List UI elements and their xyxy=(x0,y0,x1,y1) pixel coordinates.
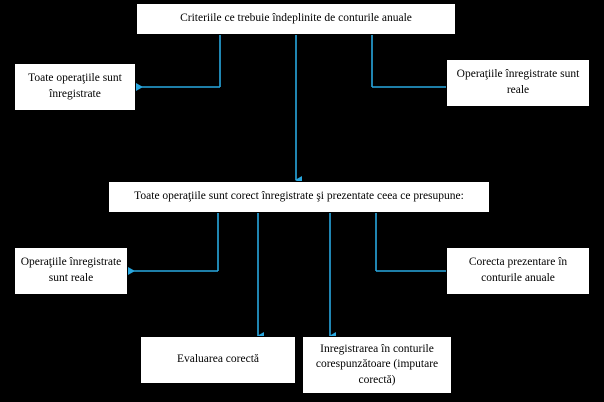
node-operations-real-label: Operaţiile înregistrate sunt reale xyxy=(20,256,122,284)
node-all-recorded: Toate operaţiile sunt înregistrate xyxy=(14,63,136,111)
node-criteria: Criteriile ce trebuie îndeplinite de con… xyxy=(136,3,456,35)
node-criteria-label: Criteriile ce trebuie îndeplinite de con… xyxy=(180,12,412,25)
node-correct-presentation: Corecta prezentare în conturile anuale xyxy=(446,247,590,295)
node-correctly-recorded: Toate operaţiile sunt corect înregistrat… xyxy=(108,181,490,213)
node-operations-real: Operaţiile înregistrate sunt reale xyxy=(14,247,128,295)
node-correct-evaluation: Evaluarea corectă xyxy=(140,336,296,384)
node-recorded-real-top: Operaţiile înregistrate sunt reale xyxy=(446,59,590,107)
node-recorded-real-top-label: Operaţiile înregistrate sunt reale xyxy=(456,68,580,96)
node-correct-accounts-label: Inregistrarea în conturile corespunzătoa… xyxy=(315,342,439,386)
node-correct-evaluation-label: Evaluarea corectă xyxy=(176,353,260,366)
node-correctly-recorded-label: Toate operaţiile sunt corect înregistrat… xyxy=(134,190,464,203)
node-all-recorded-label: Toate operaţiile sunt înregistrate xyxy=(28,72,122,100)
node-correct-presentation-label: Corecta prezentare în conturile anuale xyxy=(468,256,568,284)
node-correct-accounts: Inregistrarea în conturile corespunzătoa… xyxy=(302,336,452,394)
